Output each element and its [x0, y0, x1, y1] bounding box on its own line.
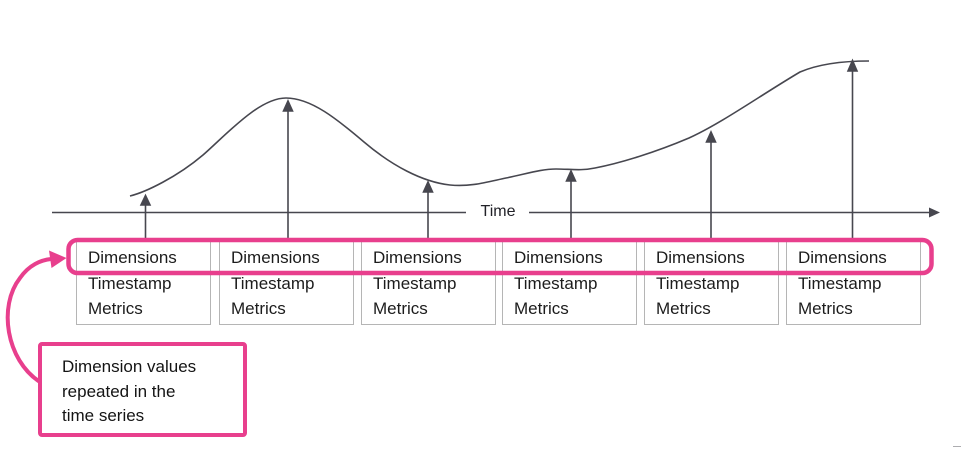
- record-field-metrics: Metrics: [88, 299, 143, 318]
- annotation-text-line: Dimension values: [62, 357, 197, 376]
- callout-arrowhead-icon: [49, 250, 67, 268]
- record-field-dimensions: Dimensions: [231, 248, 320, 267]
- record-field-timestamp: Timestamp: [231, 273, 315, 293]
- annotation-text-line: repeated in the: [62, 381, 176, 401]
- annotation-text-line: time series: [62, 406, 145, 425]
- axis-label-time: Time: [480, 203, 516, 220]
- record-box: Dimensions Timestamp Metrics: [502, 238, 637, 325]
- value-arrow-head-icon: [846, 58, 859, 72]
- value-arrow-head-icon: [422, 180, 434, 193]
- record-field-timestamp: Timestamp: [656, 273, 740, 293]
- record-box: Dimensions Timestamp Metrics: [644, 238, 779, 325]
- record-field-metrics: Metrics: [798, 299, 853, 318]
- record-field-metrics: Metrics: [656, 299, 711, 318]
- record-field-timestamp: Timestamp: [514, 273, 598, 293]
- record-field-timestamp: Timestamp: [373, 273, 457, 293]
- record-box: Dimensions Timestamp Metrics: [219, 238, 354, 325]
- record-box: Dimensions Timestamp Metrics: [786, 238, 921, 325]
- annotation-callout-box: Dimension values repeated in the time se…: [38, 342, 247, 437]
- record-field-metrics: Metrics: [373, 299, 428, 318]
- record-field-dimensions: Dimensions: [88, 248, 177, 267]
- stray-mark: [953, 443, 961, 447]
- record-field-dimensions: Dimensions: [514, 248, 603, 267]
- record-box: Dimensions Timestamp Metrics: [76, 238, 211, 325]
- value-arrow-head-icon: [282, 99, 294, 112]
- record-field-metrics: Metrics: [231, 299, 286, 318]
- record-field-dimensions: Dimensions: [656, 248, 745, 267]
- record-field-dimensions: Dimensions: [798, 248, 887, 267]
- record-field-timestamp: Timestamp: [798, 273, 882, 293]
- record-field-timestamp: Timestamp: [88, 273, 172, 293]
- record-field-dimensions: Dimensions: [373, 248, 462, 267]
- time-axis-arrowhead-icon: [929, 207, 940, 218]
- value-arrow-head-icon: [139, 193, 152, 206]
- time-series-curve: [129, 60, 870, 197]
- record-field-metrics: Metrics: [514, 299, 569, 318]
- record-box: Dimensions Timestamp Metrics: [361, 238, 496, 325]
- value-arrow-head-icon: [565, 169, 577, 182]
- value-arrow-head-icon: [705, 130, 717, 143]
